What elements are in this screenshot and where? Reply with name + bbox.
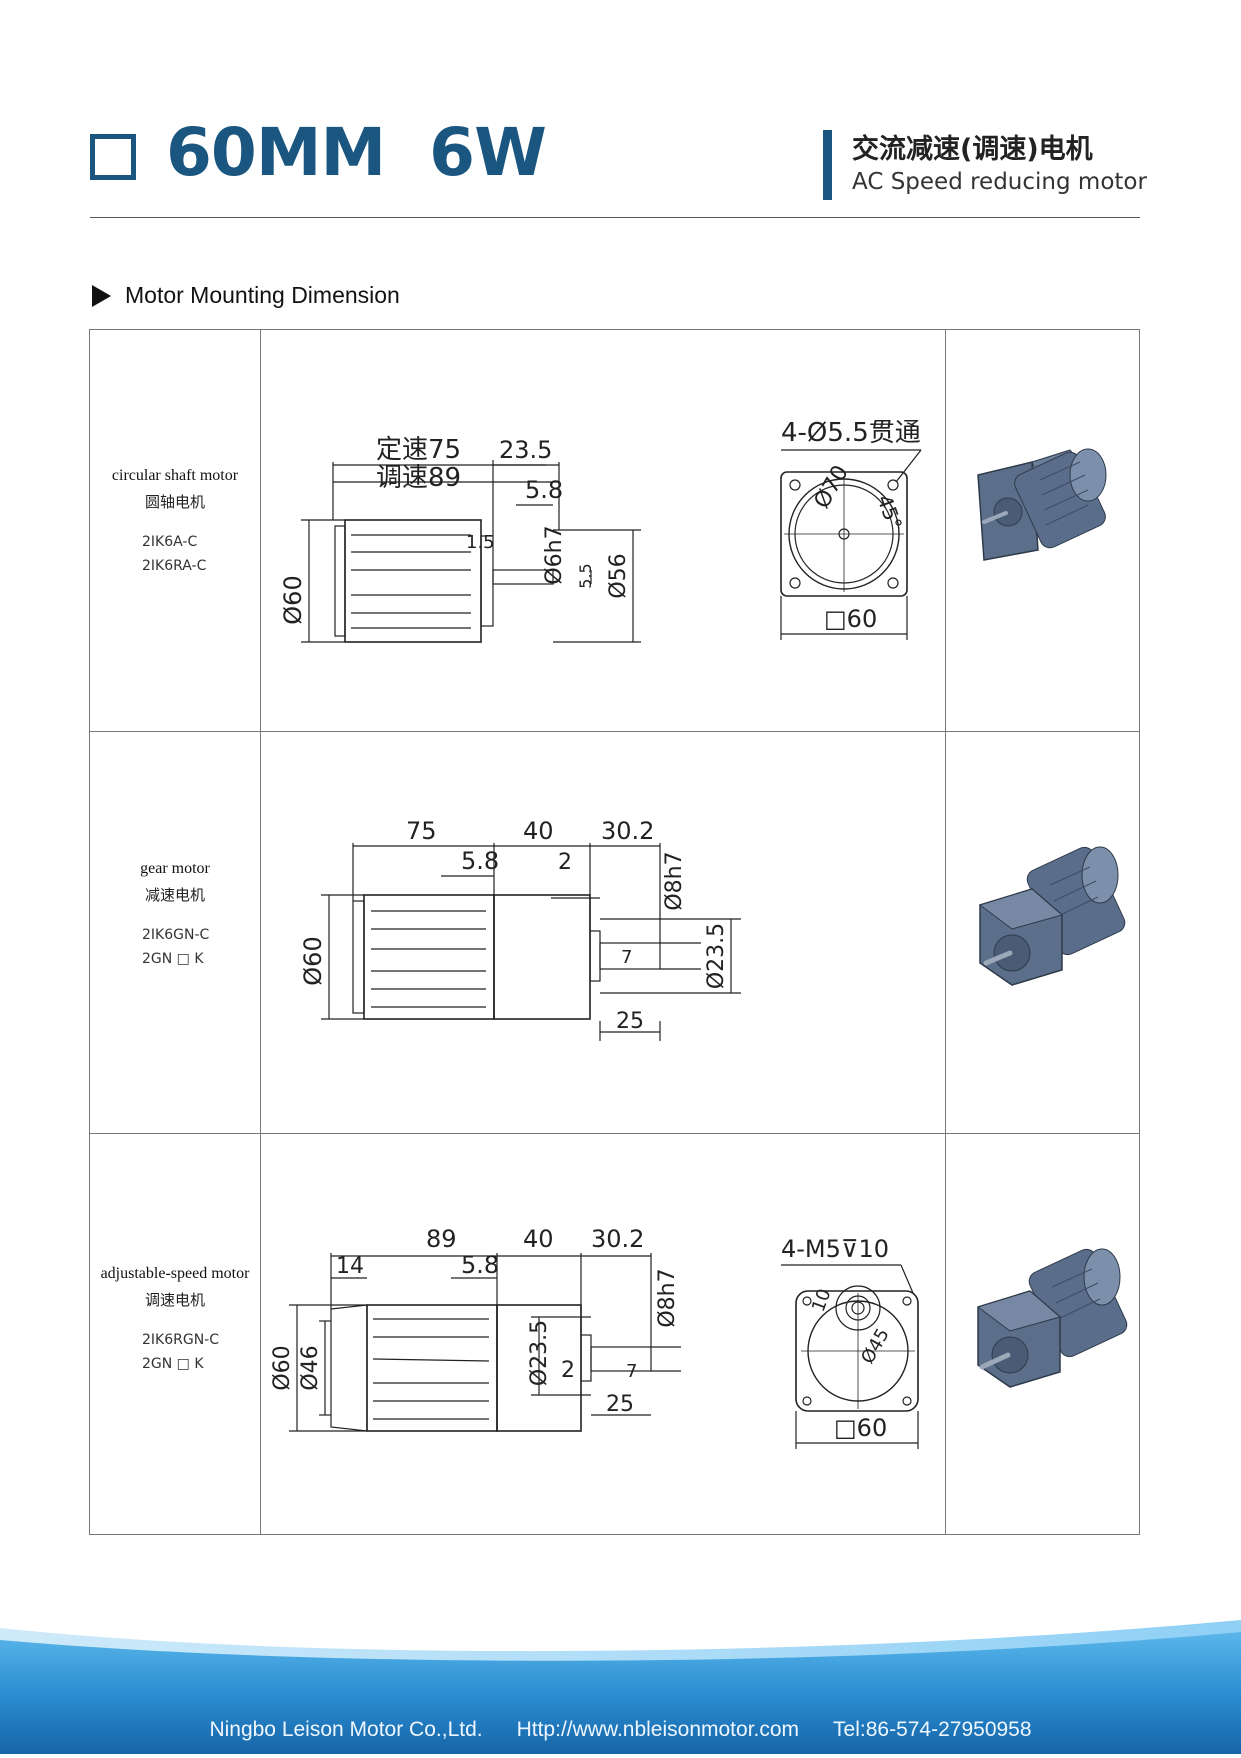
- page-title-cn: 交流减速(调速)电机: [852, 134, 1093, 165]
- model-number: 2IK6RGN-C: [142, 1332, 219, 1348]
- adjustable-speed-motor-drawing: 89 14 5.8 40 30.2 Ø8h7 Ø23.5 2 7 25 Ø60 …: [261, 1133, 945, 1535]
- dim-7: 7: [626, 1361, 637, 1382]
- dim-shaft: Ø8h7: [655, 1268, 680, 1327]
- dim-square: □60: [824, 605, 877, 633]
- dim-40: 40: [523, 817, 554, 845]
- dim-5-8: 5.8: [461, 847, 499, 875]
- dim-square: □60: [834, 1414, 887, 1442]
- dim-dia-60: Ø60: [279, 575, 307, 624]
- table-divider: [945, 330, 946, 1534]
- dim-dia-23-5: Ø23.5: [527, 1320, 552, 1386]
- model-number: 2IK6A-C: [142, 534, 198, 550]
- footer-banner: [0, 1590, 1241, 1754]
- page-header: 60MM 6W 交流减速(调速)电机 AC Speed reducing mot…: [90, 114, 1147, 218]
- dim-25: 25: [616, 1009, 644, 1034]
- table-divider: [90, 731, 1139, 732]
- motor-type-cn: 圆轴电机: [144, 493, 205, 511]
- table-row: circular shaft motor 圆轴电机 2IK6A-C 2IK6RA…: [90, 467, 260, 578]
- dim-5-8: 5.8: [461, 1251, 499, 1279]
- dim-shaft: Ø8h7: [662, 851, 687, 910]
- model-number: 2IK6GN-C: [142, 927, 210, 943]
- motor-type-en: gear motor: [140, 860, 210, 877]
- dim-pcd: Ø70: [810, 461, 854, 513]
- motor-type-cn: 减速电机: [144, 886, 205, 904]
- dim-dia-60: Ø60: [299, 936, 327, 985]
- dim-dia-45: Ø45: [857, 1325, 894, 1368]
- circular-shaft-motor-drawing: 定速75 调速89 23.5 5.8 1.5 Ø60 Ø6h7 5.5 Ø56 …: [261, 330, 945, 731]
- section-title: Motor Mounting Dimension: [125, 282, 400, 308]
- square-symbol-icon: [90, 134, 136, 180]
- model-list: 2IK6A-C 2IK6RA-C: [90, 530, 260, 578]
- motor-type-en: adjustable-speed motor: [100, 1265, 250, 1282]
- gear-motor-drawing: 75 40 30.2 5.8 2 Ø8h7 7 Ø23.5 25 Ø60: [261, 731, 945, 1133]
- dim-dia-60: Ø60: [270, 1345, 295, 1390]
- model-list: 2IK6RGN-C 2GN □ K: [90, 1328, 260, 1376]
- circular-shaft-motor-photo: [970, 440, 1120, 570]
- section-heading: Motor Mounting Dimension: [92, 282, 400, 309]
- dim-25: 25: [606, 1392, 634, 1417]
- dim-dia-56: Ø56: [606, 553, 631, 598]
- dim-30-2: 30.2: [601, 817, 654, 845]
- dim-adjustable: 调速89: [376, 463, 461, 493]
- page-title: 60MM 6W: [166, 114, 547, 191]
- gear-motor-photo: [970, 845, 1130, 995]
- table-divider: [260, 330, 261, 1534]
- dim-dia-23-5: Ø23.5: [704, 923, 729, 989]
- dim-shaft: Ø6h7: [542, 525, 567, 584]
- dim-2: 2: [561, 1358, 575, 1383]
- adjustable-speed-motor-photo: [970, 1245, 1130, 1395]
- triangle-bullet-icon: [92, 284, 111, 307]
- dim-89: 89: [426, 1225, 457, 1253]
- dim-75: 75: [406, 817, 437, 845]
- dim-7: 7: [621, 947, 632, 968]
- table-divider: [90, 1133, 1139, 1134]
- table-row: adjustable-speed motor 调速电机 2IK6RGN-C 2G…: [90, 1265, 260, 1376]
- dim-5-8: 5.8: [525, 476, 563, 504]
- dim-holes: 4-Ø5.5贯通: [781, 418, 921, 448]
- motor-type-cn: 调速电机: [144, 1291, 205, 1309]
- dim-dia-46: Ø46: [298, 1345, 323, 1390]
- model-list: 2IK6GN-C 2GN □ K: [90, 923, 260, 971]
- dimension-table: circular shaft motor 圆轴电机 2IK6A-C 2IK6RA…: [89, 329, 1140, 1535]
- model-number: 2GN □ K: [142, 1356, 204, 1372]
- phone-number: Tel:86-574-27950958: [833, 1718, 1032, 1741]
- table-row: gear motor 减速电机 2IK6GN-C 2GN □ K: [90, 860, 260, 971]
- header-divider: [90, 217, 1140, 218]
- model-number: 2GN □ K: [142, 951, 204, 967]
- company-name: Ningbo Leison Motor Co.,Ltd.: [209, 1718, 483, 1741]
- motor-type-en: circular shaft motor: [111, 467, 239, 484]
- page-title-en: AC Speed reducing motor: [852, 169, 1147, 195]
- dim-23-5: 23.5: [499, 436, 552, 464]
- dim-2: 2: [558, 850, 572, 875]
- dim-40: 40: [523, 1225, 554, 1253]
- dim-holes: 4-M5⊽10: [781, 1235, 889, 1263]
- dim-angle: 45°: [872, 492, 907, 534]
- model-number: 2IK6RA-C: [142, 558, 207, 574]
- accent-bar: [823, 130, 832, 200]
- website-link[interactable]: Http://www.nbleisonmotor.com: [516, 1718, 800, 1741]
- dim-fixed-speed: 定速75: [376, 435, 461, 465]
- footer-contact: Ningbo Leison Motor Co.,Ltd. Http://www.…: [0, 1718, 1241, 1742]
- dim-1-5: 1.5: [466, 532, 495, 553]
- dim-14: 14: [336, 1254, 364, 1279]
- dim-flat: 5.5: [576, 563, 595, 588]
- dim-30-2: 30.2: [591, 1225, 644, 1253]
